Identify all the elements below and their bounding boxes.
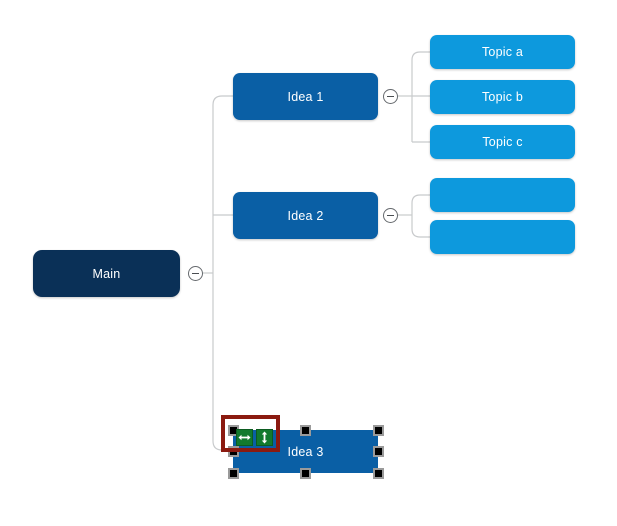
node-topic-b[interactable]: Topic b — [430, 80, 575, 114]
node-main[interactable]: Main — [33, 250, 180, 297]
node-topic-c-label: Topic c — [482, 135, 523, 149]
edge-idea1-topic-a — [411, 51, 430, 61]
node-idea-2-child-a[interactable] — [430, 178, 575, 212]
resize-toolbar[interactable] — [236, 429, 273, 446]
handle-bottom-center[interactable] — [300, 468, 311, 479]
horizontal-resize-arrows-icon — [238, 434, 251, 441]
collapse-toggle-idea2[interactable] — [383, 208, 398, 223]
minus-icon — [192, 273, 199, 274]
handle-top-right[interactable] — [373, 425, 384, 436]
handle-bottom-left[interactable] — [228, 468, 239, 479]
minus-icon — [387, 215, 394, 216]
node-idea-1[interactable]: Idea 1 — [233, 73, 378, 120]
vertical-resize-arrows-icon — [261, 431, 268, 444]
handle-bottom-right[interactable] — [373, 468, 384, 479]
node-idea-2-label: Idea 2 — [287, 208, 324, 223]
node-idea-2[interactable]: Idea 2 — [233, 192, 378, 239]
collapse-toggle-idea1[interactable] — [383, 89, 398, 104]
resize-height-button[interactable] — [256, 429, 273, 446]
edge-main-idea1 — [212, 95, 233, 106]
node-topic-b-label: Topic b — [481, 90, 523, 104]
edge-idea2-child-a — [411, 194, 430, 204]
node-idea-3-label: Idea 3 — [287, 444, 324, 459]
highlight-rectangle — [221, 415, 280, 452]
handle-top-center[interactable] — [300, 425, 311, 436]
handle-middle-right[interactable] — [373, 446, 384, 457]
collapse-toggle-main[interactable] — [188, 266, 203, 281]
node-idea-2-child-b[interactable] — [430, 220, 575, 254]
node-topic-a[interactable]: Topic a — [430, 35, 575, 69]
node-topic-c[interactable]: Topic c — [430, 125, 575, 159]
node-topic-a-label: Topic a — [481, 45, 523, 59]
edge-idea2-child-b — [411, 228, 430, 238]
minus-icon — [387, 96, 394, 97]
node-main-label: Main — [92, 266, 121, 281]
node-idea-1-label: Idea 1 — [287, 89, 324, 104]
resize-width-button[interactable] — [236, 429, 253, 446]
